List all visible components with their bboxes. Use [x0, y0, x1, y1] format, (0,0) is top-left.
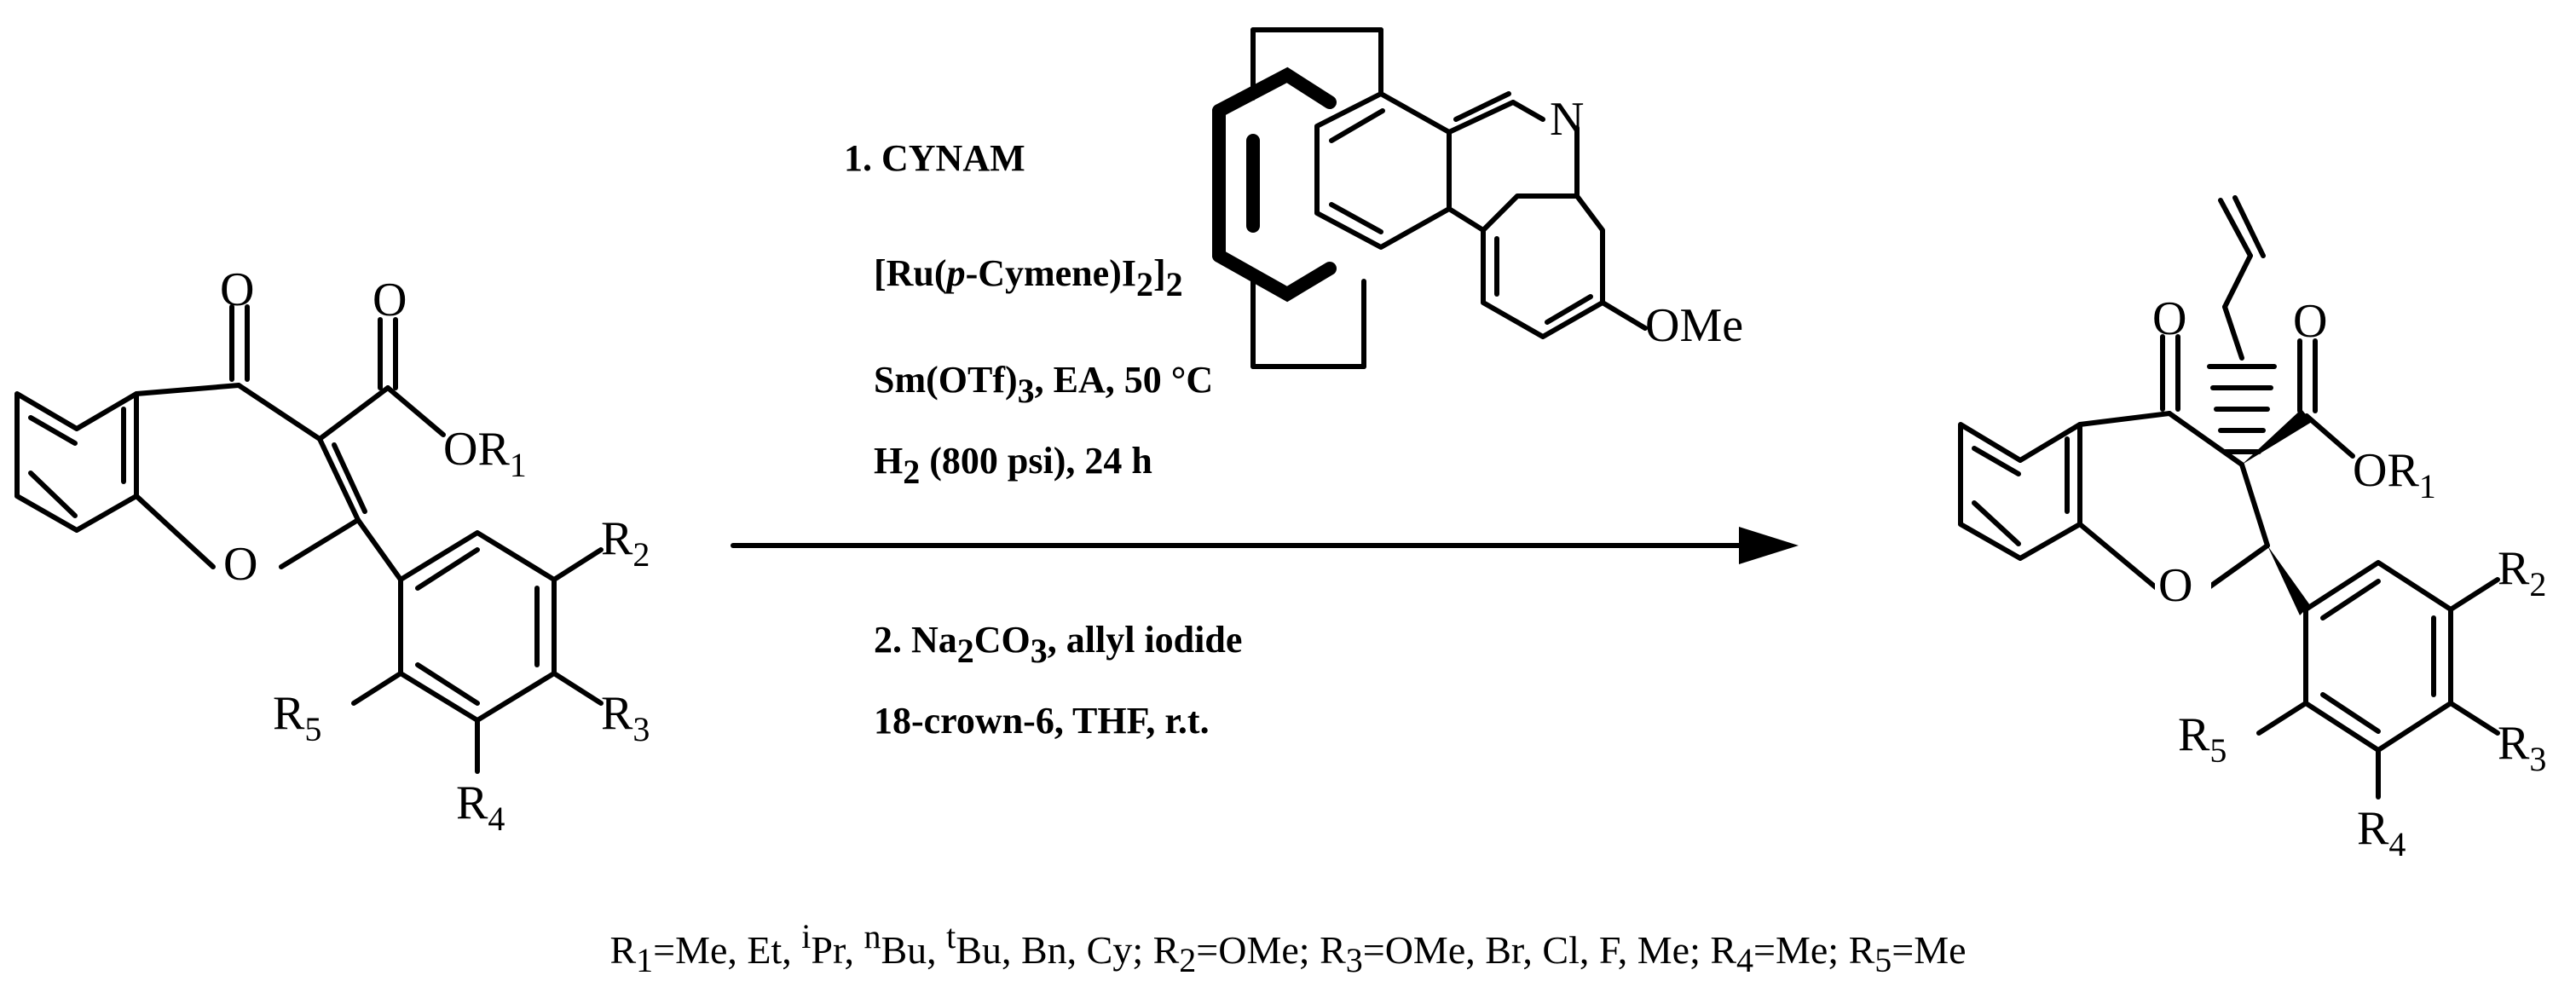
step2-solvent-line: 18-crown-6, THF, r.t. — [874, 700, 1210, 742]
cynam-methoxy-label: OMe — [1645, 299, 1743, 352]
product-r5-label: R5 — [2178, 708, 2227, 770]
reaction-arrow — [731, 527, 1799, 564]
product-r2-label: R2 — [2498, 542, 2546, 603]
step2-base-line: 2. Na2CO3, allyl iodide — [874, 619, 1242, 670]
step2-conditions: 2. Na2CO3, allyl iodide 18-crown-6, THF,… — [874, 619, 1242, 742]
substituent-footnote: R1=Me, Et, iPr, nBu, tBu, Bn, Cy; R2=OMe… — [609, 917, 1966, 979]
product-ketone-oxygen: O — [2152, 292, 2186, 345]
step1-ligand-line: 1. CYNAM — [844, 137, 1025, 179]
reactant-or1-label: OR1 — [443, 423, 527, 484]
product-or1-label: OR1 — [2353, 444, 2436, 505]
product-ester-oxygen: O — [2293, 295, 2327, 348]
product-ring-oxygen: O — [2158, 559, 2192, 612]
step1-samarium-line: Sm(OTf)3, EA, 50 °C — [874, 359, 1213, 410]
reactant-bonds — [14, 304, 604, 774]
step1-hydrogen-line: H2 (800 psi), 24 h — [874, 440, 1152, 491]
reactant-r2-label: R2 — [601, 512, 650, 574]
product-structure: O O O OR1 R2 R3 R4 R5 — [1958, 195, 2546, 863]
step1-ruthenium-line: [Ru(p-Cymene)I2]2 — [874, 252, 1183, 303]
product-r4-label: R4 — [2357, 802, 2406, 863]
product-r3-label: R3 — [2498, 717, 2546, 778]
cynam-ligand-structure: N OMe — [1212, 27, 1743, 369]
reactant-ketone-oxygen: O — [220, 263, 254, 316]
product-bonds — [1958, 195, 2500, 800]
reactant-ring-oxygen: O — [223, 538, 257, 591]
reactant-structure: O O O OR1 R2 R3 R4 R5 — [14, 263, 650, 838]
step1-conditions: 1. CYNAM [Ru(p-Cymene)I2]2 Sm(OTf)3, EA,… — [844, 137, 1213, 491]
cynam-nitrogen-label: N — [1550, 93, 1584, 146]
reactant-r3-label: R3 — [601, 687, 650, 748]
reactant-r4-label: R4 — [456, 777, 505, 838]
reactant-r5-label: R5 — [273, 687, 321, 748]
reactant-ester-oxygen: O — [373, 274, 407, 326]
